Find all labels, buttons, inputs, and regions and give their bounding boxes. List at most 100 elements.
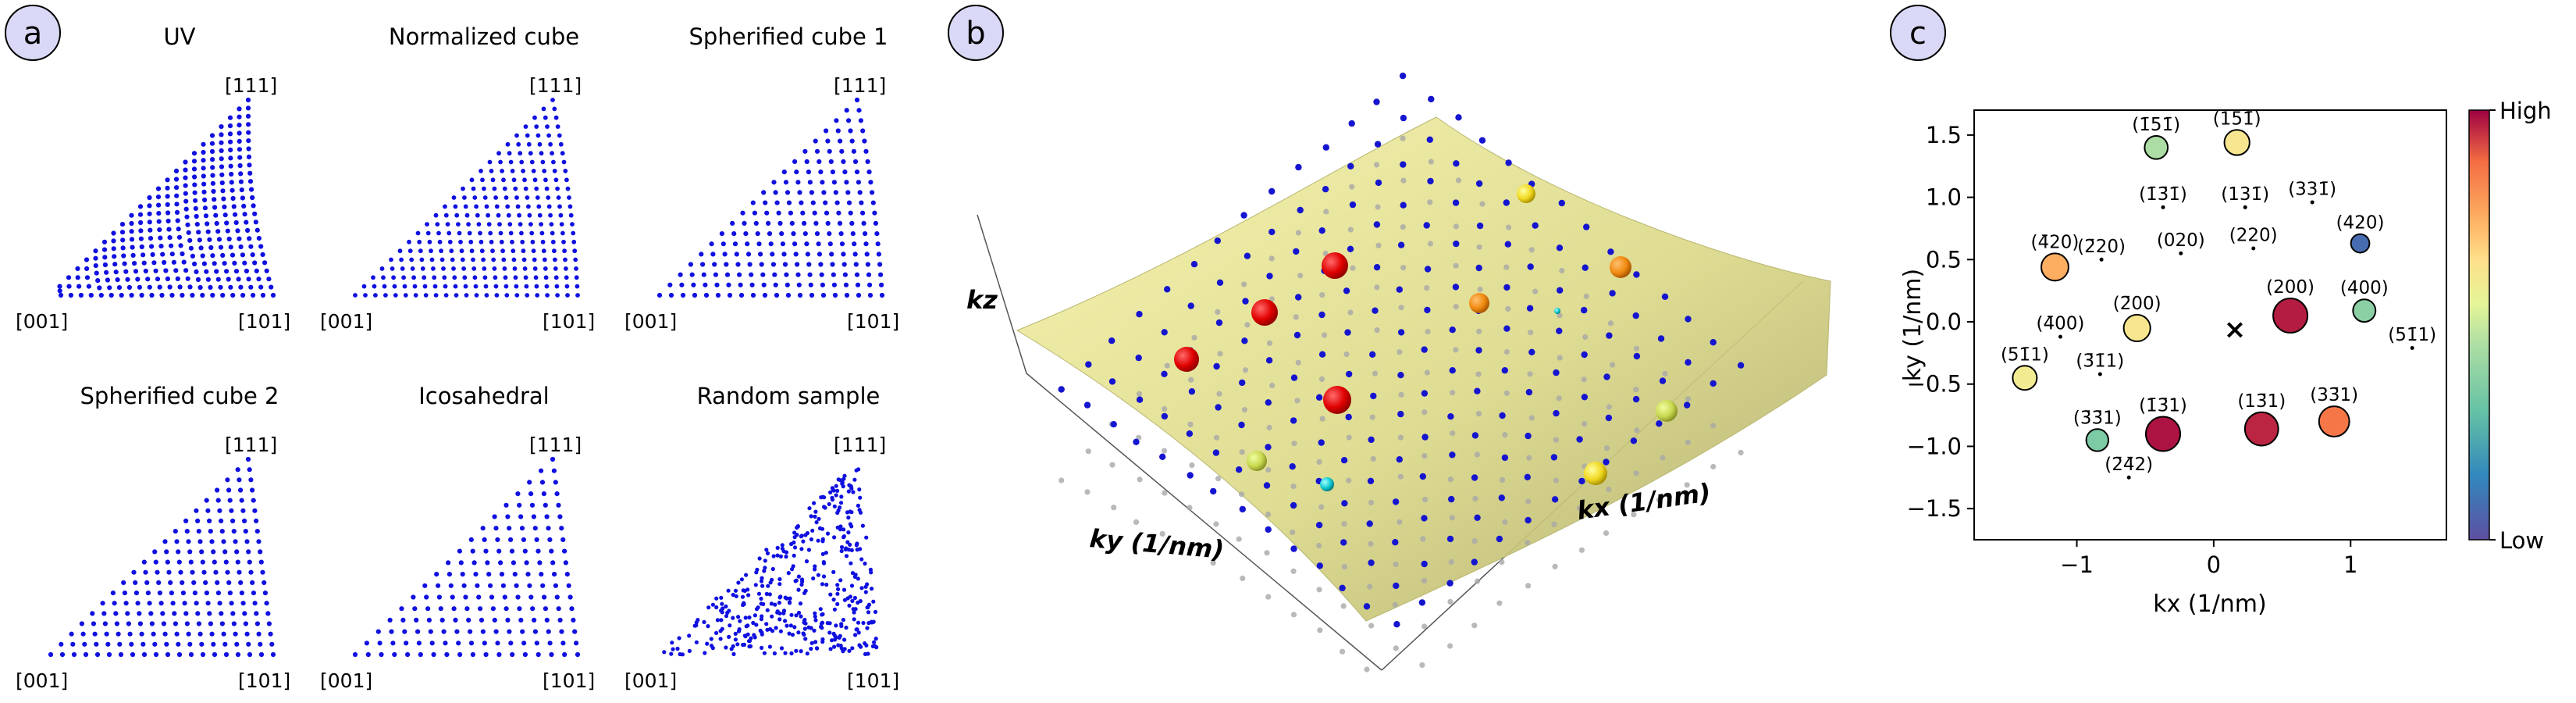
sample-point: [554, 284, 560, 289]
spot-marker: [2223, 129, 2250, 156]
sample-point: [95, 278, 101, 284]
sample-point: [849, 220, 855, 226]
lattice-point: [1478, 137, 1486, 144]
sample-point: [458, 560, 464, 566]
sample-point: [753, 220, 759, 226]
sample-point: [802, 626, 807, 631]
sample-point: [544, 284, 550, 289]
sample-point: [797, 190, 802, 195]
sample-point: [188, 559, 194, 565]
sample-point: [444, 651, 450, 658]
sample-point: [550, 456, 556, 462]
lattice-point: [1421, 390, 1429, 397]
spot-label: (200): [2266, 277, 2314, 298]
diffraction-spot: (131̄): [2221, 184, 2269, 209]
sample-point: [235, 228, 240, 234]
sample-point: [482, 641, 487, 646]
sample-point: [745, 252, 752, 257]
sample-point: [155, 186, 162, 191]
sample-point: [522, 651, 528, 658]
sampling-subplot: Spherified cube 1[111][001][101]: [624, 23, 899, 333]
sample-point: [137, 621, 143, 626]
sample-point: [165, 202, 170, 207]
projected-point: [1340, 648, 1346, 655]
sample-point: [781, 549, 786, 554]
sample-point: [728, 623, 732, 628]
sampling-subplot: Random sample[111][001][101]: [624, 383, 899, 692]
sample-point: [158, 235, 163, 241]
spot-label: (3̄3̄1): [2073, 408, 2122, 428]
projected-point: [1368, 499, 1375, 506]
sample-point: [373, 293, 378, 298]
projected-point: [1214, 434, 1220, 441]
lattice-point: [1373, 264, 1381, 271]
spot-label: (2̄00): [2113, 294, 2161, 314]
lattice-point: [1366, 520, 1373, 527]
sample-point: [111, 230, 116, 236]
sample-point: [842, 473, 847, 478]
lattice-point: [1293, 248, 1300, 255]
sample-point: [431, 266, 436, 271]
lattice-point: [1216, 279, 1224, 286]
lattice-point: [1499, 412, 1506, 419]
sample-point: [162, 259, 167, 266]
sample-point: [160, 252, 165, 257]
projected-point: [1340, 603, 1347, 609]
lattice-point: [1419, 473, 1427, 480]
sample-point: [489, 169, 494, 173]
sample-point: [768, 626, 773, 632]
projected-point: [1392, 601, 1398, 608]
sample-point: [552, 169, 557, 173]
projected-point: [1238, 491, 1245, 498]
sample-point: [831, 180, 837, 185]
sample-point: [120, 237, 126, 243]
diffraction-spot: (1̄3̄1̄): [2139, 184, 2187, 209]
sample-point: [417, 239, 422, 244]
spot-marker: [2085, 428, 2110, 452]
sample-point: [482, 537, 487, 543]
projected-point: [1268, 255, 1275, 262]
lattice-point: [1527, 263, 1534, 270]
sample-point: [553, 177, 559, 183]
projected-point: [1398, 391, 1404, 398]
sample-point: [415, 230, 421, 236]
sample-point: [820, 292, 827, 298]
sample-point: [48, 651, 54, 658]
sample-point: [186, 631, 191, 637]
sample-point: [452, 275, 457, 280]
sample-point: [532, 257, 537, 262]
lattice-point: [1525, 432, 1532, 440]
sample-point: [174, 539, 180, 544]
sample-point: [779, 231, 785, 237]
sample-point: [733, 631, 738, 637]
sample-point: [785, 623, 789, 628]
sample-point: [230, 518, 236, 524]
projected-point: [1634, 427, 1640, 434]
sample-point: [129, 292, 134, 298]
sample-point: [437, 239, 443, 244]
sample-point: [113, 611, 119, 616]
sample-point: [562, 548, 568, 554]
sample-point: [568, 204, 573, 209]
sample-point: [176, 641, 181, 647]
sample-point: [758, 252, 763, 257]
sample-point: [247, 236, 252, 241]
lattice-point: [1374, 141, 1382, 148]
sample-point: [508, 537, 514, 543]
projected-point: [1525, 583, 1532, 589]
sample-point: [215, 277, 221, 282]
sample-point: [226, 487, 232, 493]
sample-point: [236, 277, 241, 282]
projected-point: [1738, 449, 1744, 456]
sample-point: [852, 241, 857, 247]
projected-point: [1215, 476, 1222, 482]
sample-point: [174, 193, 180, 198]
sample-point: [97, 285, 102, 291]
sample-point: [248, 477, 254, 483]
lattice-point: [1556, 327, 1563, 334]
sample-point: [539, 468, 544, 473]
sample-point: [192, 591, 197, 596]
sample-point: [788, 210, 794, 216]
projected-point: [1424, 369, 1430, 376]
sample-point: [812, 501, 817, 505]
